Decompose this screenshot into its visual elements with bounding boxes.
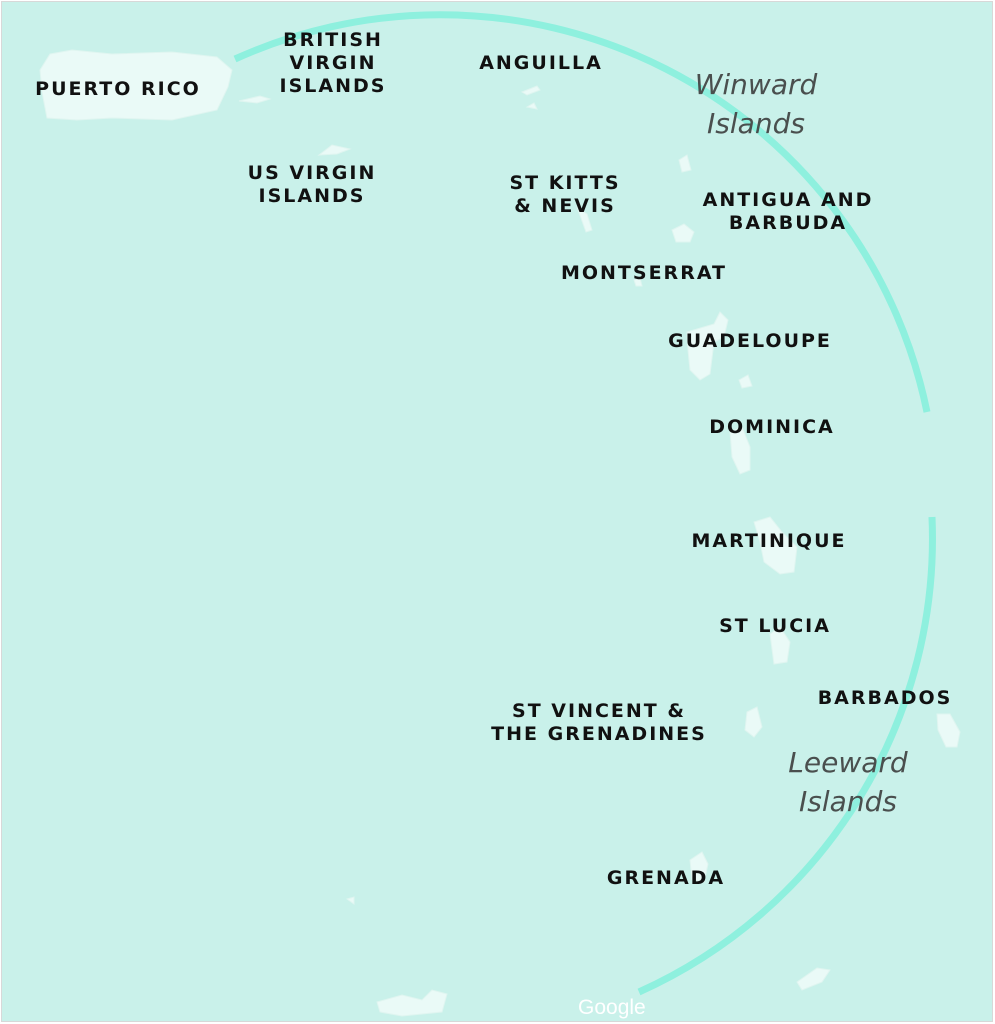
winward-islands-arc	[233, 11, 931, 413]
label-antigua-and-barbuda: ANTIGUA AND BARBUDA	[702, 189, 874, 234]
leeward-islands-arc	[637, 516, 936, 996]
island-anguilla	[520, 85, 541, 96]
island-st-croix	[317, 144, 352, 156]
island-barbados	[936, 713, 961, 748]
label-puerto-rico: PUERTO RICO	[35, 78, 201, 100]
label-montserrat: MONTSERRAT	[560, 262, 728, 284]
group-label-leeward-islands: Leeward Islands	[788, 746, 908, 818]
label-dominica: DOMINICA	[709, 416, 835, 438]
island-tobago	[796, 967, 831, 991]
island-vieques	[238, 95, 272, 104]
label-barbados: BARBADOS	[817, 687, 953, 709]
island-guadeloupe	[686, 311, 729, 381]
island-st-kitts	[575, 205, 593, 233]
island-st-martin	[525, 102, 538, 110]
group-label-winward-islands: Winward Islands	[694, 68, 818, 140]
island-st-vincent	[744, 706, 763, 738]
label-st-vincent: ST VINCENT & THE GRENADINES	[491, 700, 707, 745]
island-small	[345, 896, 355, 905]
island-trinidad-tip	[376, 989, 448, 1017]
island-st-lucia	[769, 626, 791, 665]
google-logo: Google	[578, 996, 646, 1019]
island-grenada	[689, 851, 709, 883]
label-st-lucia: ST LUCIA	[719, 615, 831, 637]
island-martinique	[753, 516, 798, 575]
label-st-kitts-nevis: ST KITTS & NEVIS	[509, 172, 621, 217]
island-barbuda	[678, 154, 692, 173]
label-anguilla: ANGUILLA	[479, 52, 603, 74]
island-marie-galante	[738, 374, 753, 389]
island-puerto-rico	[39, 49, 233, 121]
label-british-virgin-islands: BRITISH VIRGIN ISLANDS	[279, 29, 387, 97]
label-us-virgin-islands: US VIRGIN ISLANDS	[247, 162, 377, 207]
label-martinique: MARTINIQUE	[691, 530, 847, 552]
island-dominica	[729, 426, 751, 475]
island-antigua	[671, 223, 695, 243]
island-montserrat	[633, 277, 643, 287]
label-grenada: GRENADA	[606, 867, 726, 889]
label-guadeloupe: GUADELOUPE	[668, 330, 832, 352]
